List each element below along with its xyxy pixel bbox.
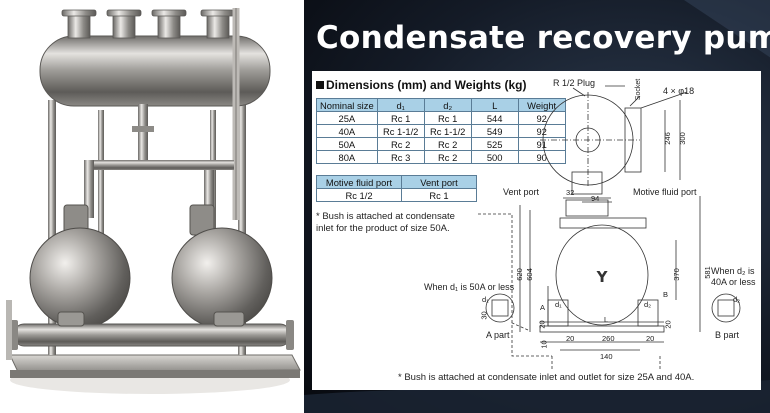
plug-label: R 1/2 Plug <box>553 78 596 88</box>
holes-label: 4 × φ18 <box>663 86 695 96</box>
dim-30: 30 <box>479 311 489 320</box>
column-header: d₁ <box>376 98 425 112</box>
a-part-label: A part <box>486 330 510 340</box>
dim-10: 10 <box>539 340 549 349</box>
d1-detail-label: d₁ <box>482 295 489 304</box>
socket-label: Socket <box>635 78 643 101</box>
note-line: * Bush is attached at condensate <box>316 211 455 222</box>
pump-illustration <box>6 8 301 394</box>
bush-note-25a-40a: * Bush is attached at condensate inlet a… <box>398 372 695 383</box>
product-photo <box>0 0 304 413</box>
dim-140: 140 <box>600 352 613 361</box>
column-header: Nominal size <box>316 98 378 112</box>
dim-20-d: 20 <box>646 334 655 343</box>
d2-note-line2: 40A or less <box>711 277 756 287</box>
dim-300: 300 <box>677 132 687 145</box>
column-header: Vent port <box>401 175 477 189</box>
d2-front-label: d₂ <box>644 300 652 309</box>
dim-94: 94 <box>591 194 600 203</box>
dim-20-b: 20 <box>663 320 673 329</box>
square-bullet-icon <box>316 81 324 89</box>
dimensions-table: Nominal size d₁ d₂ L Weight 25A Rc 1 Rc … <box>316 98 566 164</box>
dim-604: 604 <box>524 268 534 281</box>
section-title-text: Dimensions (mm) and Weights (kg) <box>326 78 527 92</box>
table-header-row: Motive fluid port Vent port <box>316 175 477 189</box>
dim-370: 370 <box>671 268 681 281</box>
a-marker: A <box>540 303 546 312</box>
table-cell: 90 <box>517 150 566 164</box>
dim-581: 581 <box>702 266 712 279</box>
ports-table: Motive fluid port Vent port Rc 1/2 Rc 1 <box>316 175 477 202</box>
vent-port-label: Vent port <box>503 187 540 197</box>
table-header-row: Nominal size d₁ d₂ L Weight <box>316 98 566 112</box>
table-cell: 80A <box>316 150 378 164</box>
dim-260: 260 <box>602 334 615 343</box>
table-cell: Rc 2 <box>423 150 472 164</box>
d2-detail-label: d₂ <box>733 295 741 304</box>
table-row: 25A Rc 1 Rc 1 544 92 <box>316 111 566 125</box>
section-title: Dimensions (mm) and Weights (kg) <box>316 78 526 92</box>
d1-note: When d₁ is 50A or less <box>424 282 515 292</box>
b-marker: B <box>663 290 669 299</box>
dim-20-a: 20 <box>537 320 547 329</box>
motive-port-label: Motive fluid port <box>633 187 697 197</box>
dim-20-c: 20 <box>566 334 575 343</box>
dim-246: 246 <box>662 132 672 145</box>
table-row: 80A Rc 3 Rc 2 500 90 <box>316 150 566 164</box>
brand-logo-icon: Y <box>596 268 609 286</box>
table-cell: 500 <box>470 150 519 164</box>
l-marker: L <box>604 315 609 324</box>
column-header: Motive fluid port <box>316 175 402 189</box>
table-cell: Rc 1 <box>401 188 477 202</box>
dim-32: 32 <box>566 188 575 197</box>
page-title: Condensate recovery pump <box>316 20 770 56</box>
table-cell: Rc 3 <box>376 150 425 164</box>
d2-note-line1: When d₂ is <box>711 266 755 276</box>
dim-620: 620 <box>514 268 524 281</box>
note-line: inlet for the product of size 50A. <box>316 222 450 234</box>
b-part-label: B part <box>715 330 740 340</box>
bush-note-50a: * Bush is attached at condensate inlet f… <box>316 211 455 234</box>
table-row: 50A Rc 2 Rc 2 525 91 <box>316 137 566 151</box>
d1-front-label: d₁ <box>555 300 562 309</box>
table-row: Rc 1/2 Rc 1 <box>316 188 477 202</box>
